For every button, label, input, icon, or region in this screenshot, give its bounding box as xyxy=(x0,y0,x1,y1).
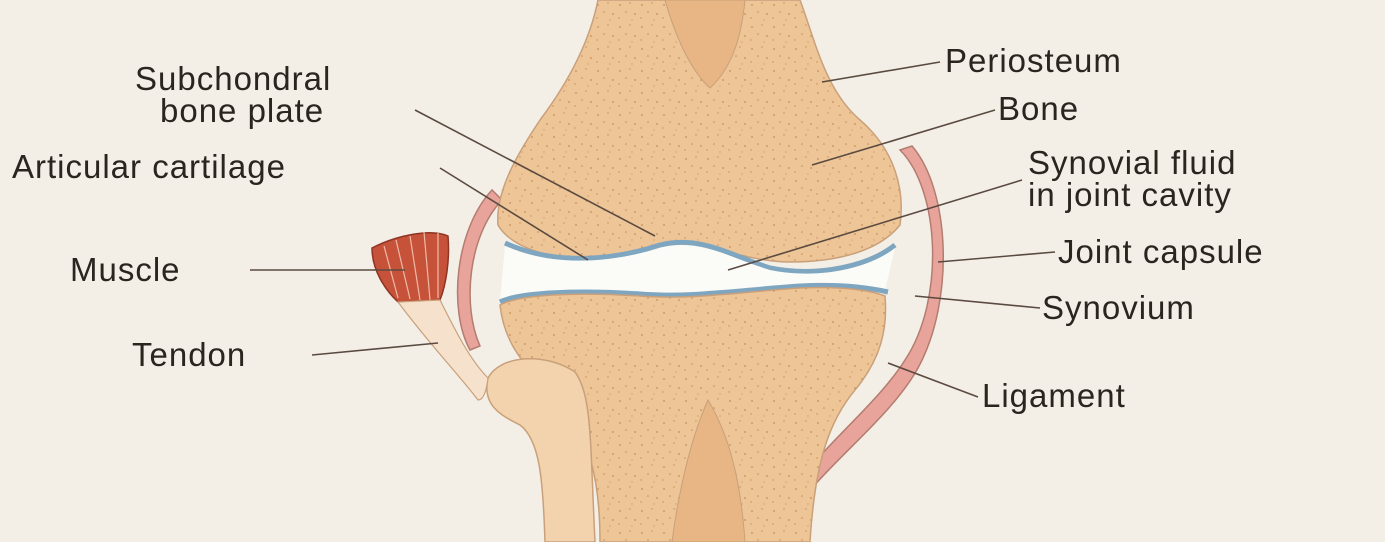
label-ligament: Ligament xyxy=(982,377,1126,414)
label-subchondral-line2: bone plate xyxy=(160,92,324,129)
tendon xyxy=(398,300,488,400)
label-tendon: Tendon xyxy=(132,336,246,373)
label-periosteum: Periosteum xyxy=(945,42,1122,79)
label-articular-cartilage: Articular cartilage xyxy=(12,148,286,185)
label-muscle: Muscle xyxy=(70,251,181,288)
muscle xyxy=(372,233,449,302)
label-synovial-line2: in joint cavity xyxy=(1028,176,1232,213)
label-joint-capsule: Joint capsule xyxy=(1058,233,1264,270)
label-bone: Bone xyxy=(998,90,1079,127)
leader-periosteum xyxy=(822,62,940,82)
leader-tendon xyxy=(312,343,438,355)
leader-joint-capsule xyxy=(938,252,1055,262)
joint-capsule-left xyxy=(458,190,502,350)
fibula xyxy=(487,359,595,542)
label-synovium: Synovium xyxy=(1042,289,1195,326)
